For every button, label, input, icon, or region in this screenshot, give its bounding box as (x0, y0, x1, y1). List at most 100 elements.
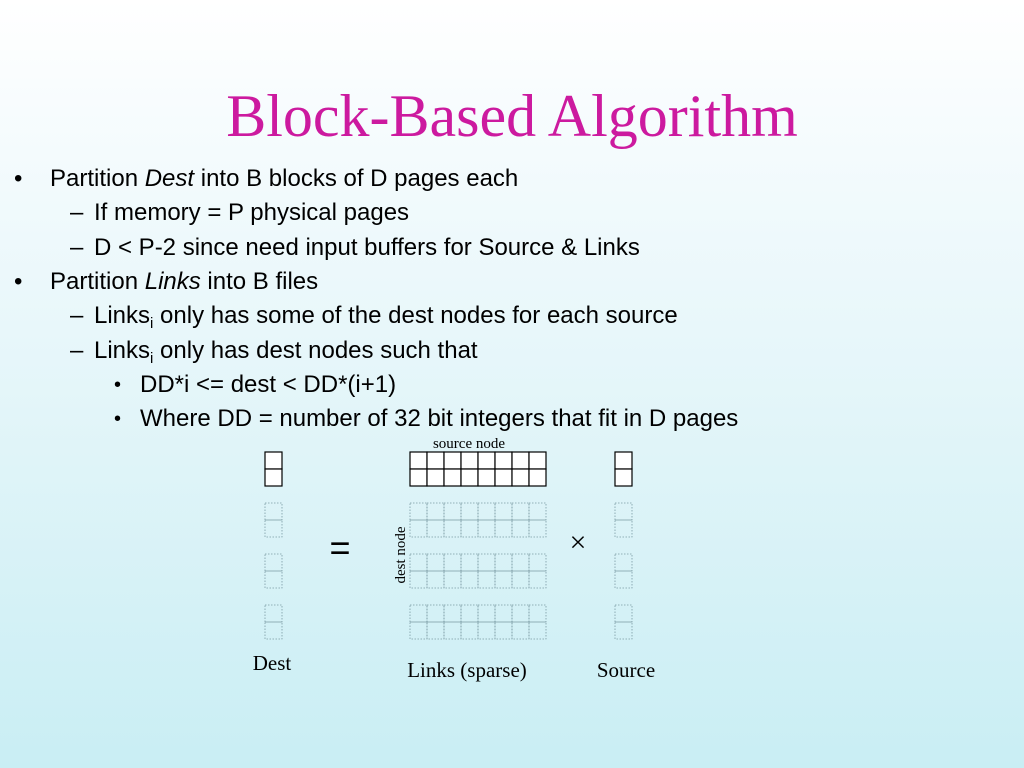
bullet-marker: • (114, 408, 122, 430)
times-sign: × (570, 526, 587, 559)
links-matrix (409, 451, 547, 640)
links-cell (477, 604, 496, 623)
dest-cell (264, 451, 283, 470)
source-cell (614, 621, 633, 640)
links-cell (477, 553, 496, 572)
sub-bullet-links-such-that: Linksi only has dest nodes such that (94, 337, 478, 367)
links-label: Links (sparse) (407, 658, 527, 682)
links-cell (528, 621, 547, 640)
links-cell (460, 468, 479, 487)
bullet-partition-dest: Partition Dest into B blocks of D pages … (50, 165, 519, 192)
links-cell (494, 519, 513, 538)
links-cell (477, 451, 496, 470)
dest-cell (264, 553, 283, 572)
dest-cell (264, 570, 283, 589)
links-cell (528, 519, 547, 538)
equals-sign: = (329, 527, 350, 568)
links-cell (443, 604, 462, 623)
links-cell (460, 553, 479, 572)
slide-title: Block-Based Algorithm (226, 83, 798, 149)
bullet-marker: • (14, 165, 23, 192)
links-cell (409, 502, 428, 521)
links-cell (426, 502, 445, 521)
source-cell (614, 502, 633, 521)
dash-marker: – (70, 199, 84, 226)
links-cell (477, 570, 496, 589)
bullet-marker: • (114, 374, 122, 396)
bullet-marker: • (14, 268, 23, 295)
links-cell (460, 570, 479, 589)
links-cell (511, 468, 530, 487)
dest-cell (264, 468, 283, 487)
links-cell (426, 604, 445, 623)
links-cell (426, 451, 445, 470)
links-cell (494, 468, 513, 487)
links-cell (511, 553, 530, 572)
links-cell (409, 570, 428, 589)
links-cell (528, 604, 547, 623)
links-cell (443, 468, 462, 487)
sub-bullet-links-some: Linksi only has some of the dest nodes f… (94, 302, 678, 332)
links-cell (426, 621, 445, 640)
links-cell (426, 570, 445, 589)
sub-sub-bullet-range: DD*i <= dest < DD*(i+1) (140, 371, 397, 398)
links-cell (409, 621, 428, 640)
links-cell (460, 502, 479, 521)
links-cell (426, 519, 445, 538)
source-cell (614, 570, 633, 589)
links-cell (477, 621, 496, 640)
links-cell (511, 502, 530, 521)
links-cell (460, 519, 479, 538)
links-cell (511, 519, 530, 538)
links-cell (494, 451, 513, 470)
links-cell (426, 468, 445, 487)
links-cell (460, 621, 479, 640)
links-cell (409, 604, 428, 623)
links-cell (477, 519, 496, 538)
bullet-partition-links: Partition Links into B files (50, 268, 319, 295)
source-cell (614, 519, 633, 538)
links-cell (409, 451, 428, 470)
links-cell (494, 604, 513, 623)
source-vector (614, 451, 633, 640)
links-cell (511, 451, 530, 470)
links-cell (528, 570, 547, 589)
links-cell (443, 570, 462, 589)
dash-marker: – (70, 234, 84, 261)
links-cell (528, 553, 547, 572)
dest-cell (264, 621, 283, 640)
links-cell (409, 519, 428, 538)
source-node-label: source node (433, 436, 505, 452)
source-label: Source (597, 658, 655, 682)
dest-vector (264, 451, 283, 640)
sub-bullet-buffers: D < P-2 since need input buffers for Sou… (94, 234, 640, 261)
links-cell (528, 468, 547, 487)
dest-cell (264, 502, 283, 521)
dash-marker: – (70, 302, 84, 329)
source-cell (614, 553, 633, 572)
links-cell (477, 468, 496, 487)
links-cell (511, 621, 530, 640)
source-cell (614, 468, 633, 487)
links-cell (477, 502, 496, 521)
sub-bullet-memory: If memory = P physical pages (94, 199, 410, 226)
sub-sub-bullet-dd-definition: Where DD = number of 32 bit integers tha… (140, 405, 739, 432)
links-cell (511, 604, 530, 623)
source-cell (614, 451, 633, 470)
links-cell (409, 468, 428, 487)
links-cell (443, 451, 462, 470)
dash-marker: – (70, 337, 84, 364)
dest-cell (264, 519, 283, 538)
links-cell (528, 502, 547, 521)
links-cell (494, 621, 513, 640)
dest-label: Dest (253, 651, 292, 675)
links-cell (460, 604, 479, 623)
source-cell (614, 604, 633, 623)
links-cell (443, 519, 462, 538)
links-cell (443, 502, 462, 521)
dest-node-label: dest node (393, 526, 409, 583)
links-cell (443, 621, 462, 640)
links-cell (426, 553, 445, 572)
links-cell (494, 570, 513, 589)
links-cell (494, 502, 513, 521)
